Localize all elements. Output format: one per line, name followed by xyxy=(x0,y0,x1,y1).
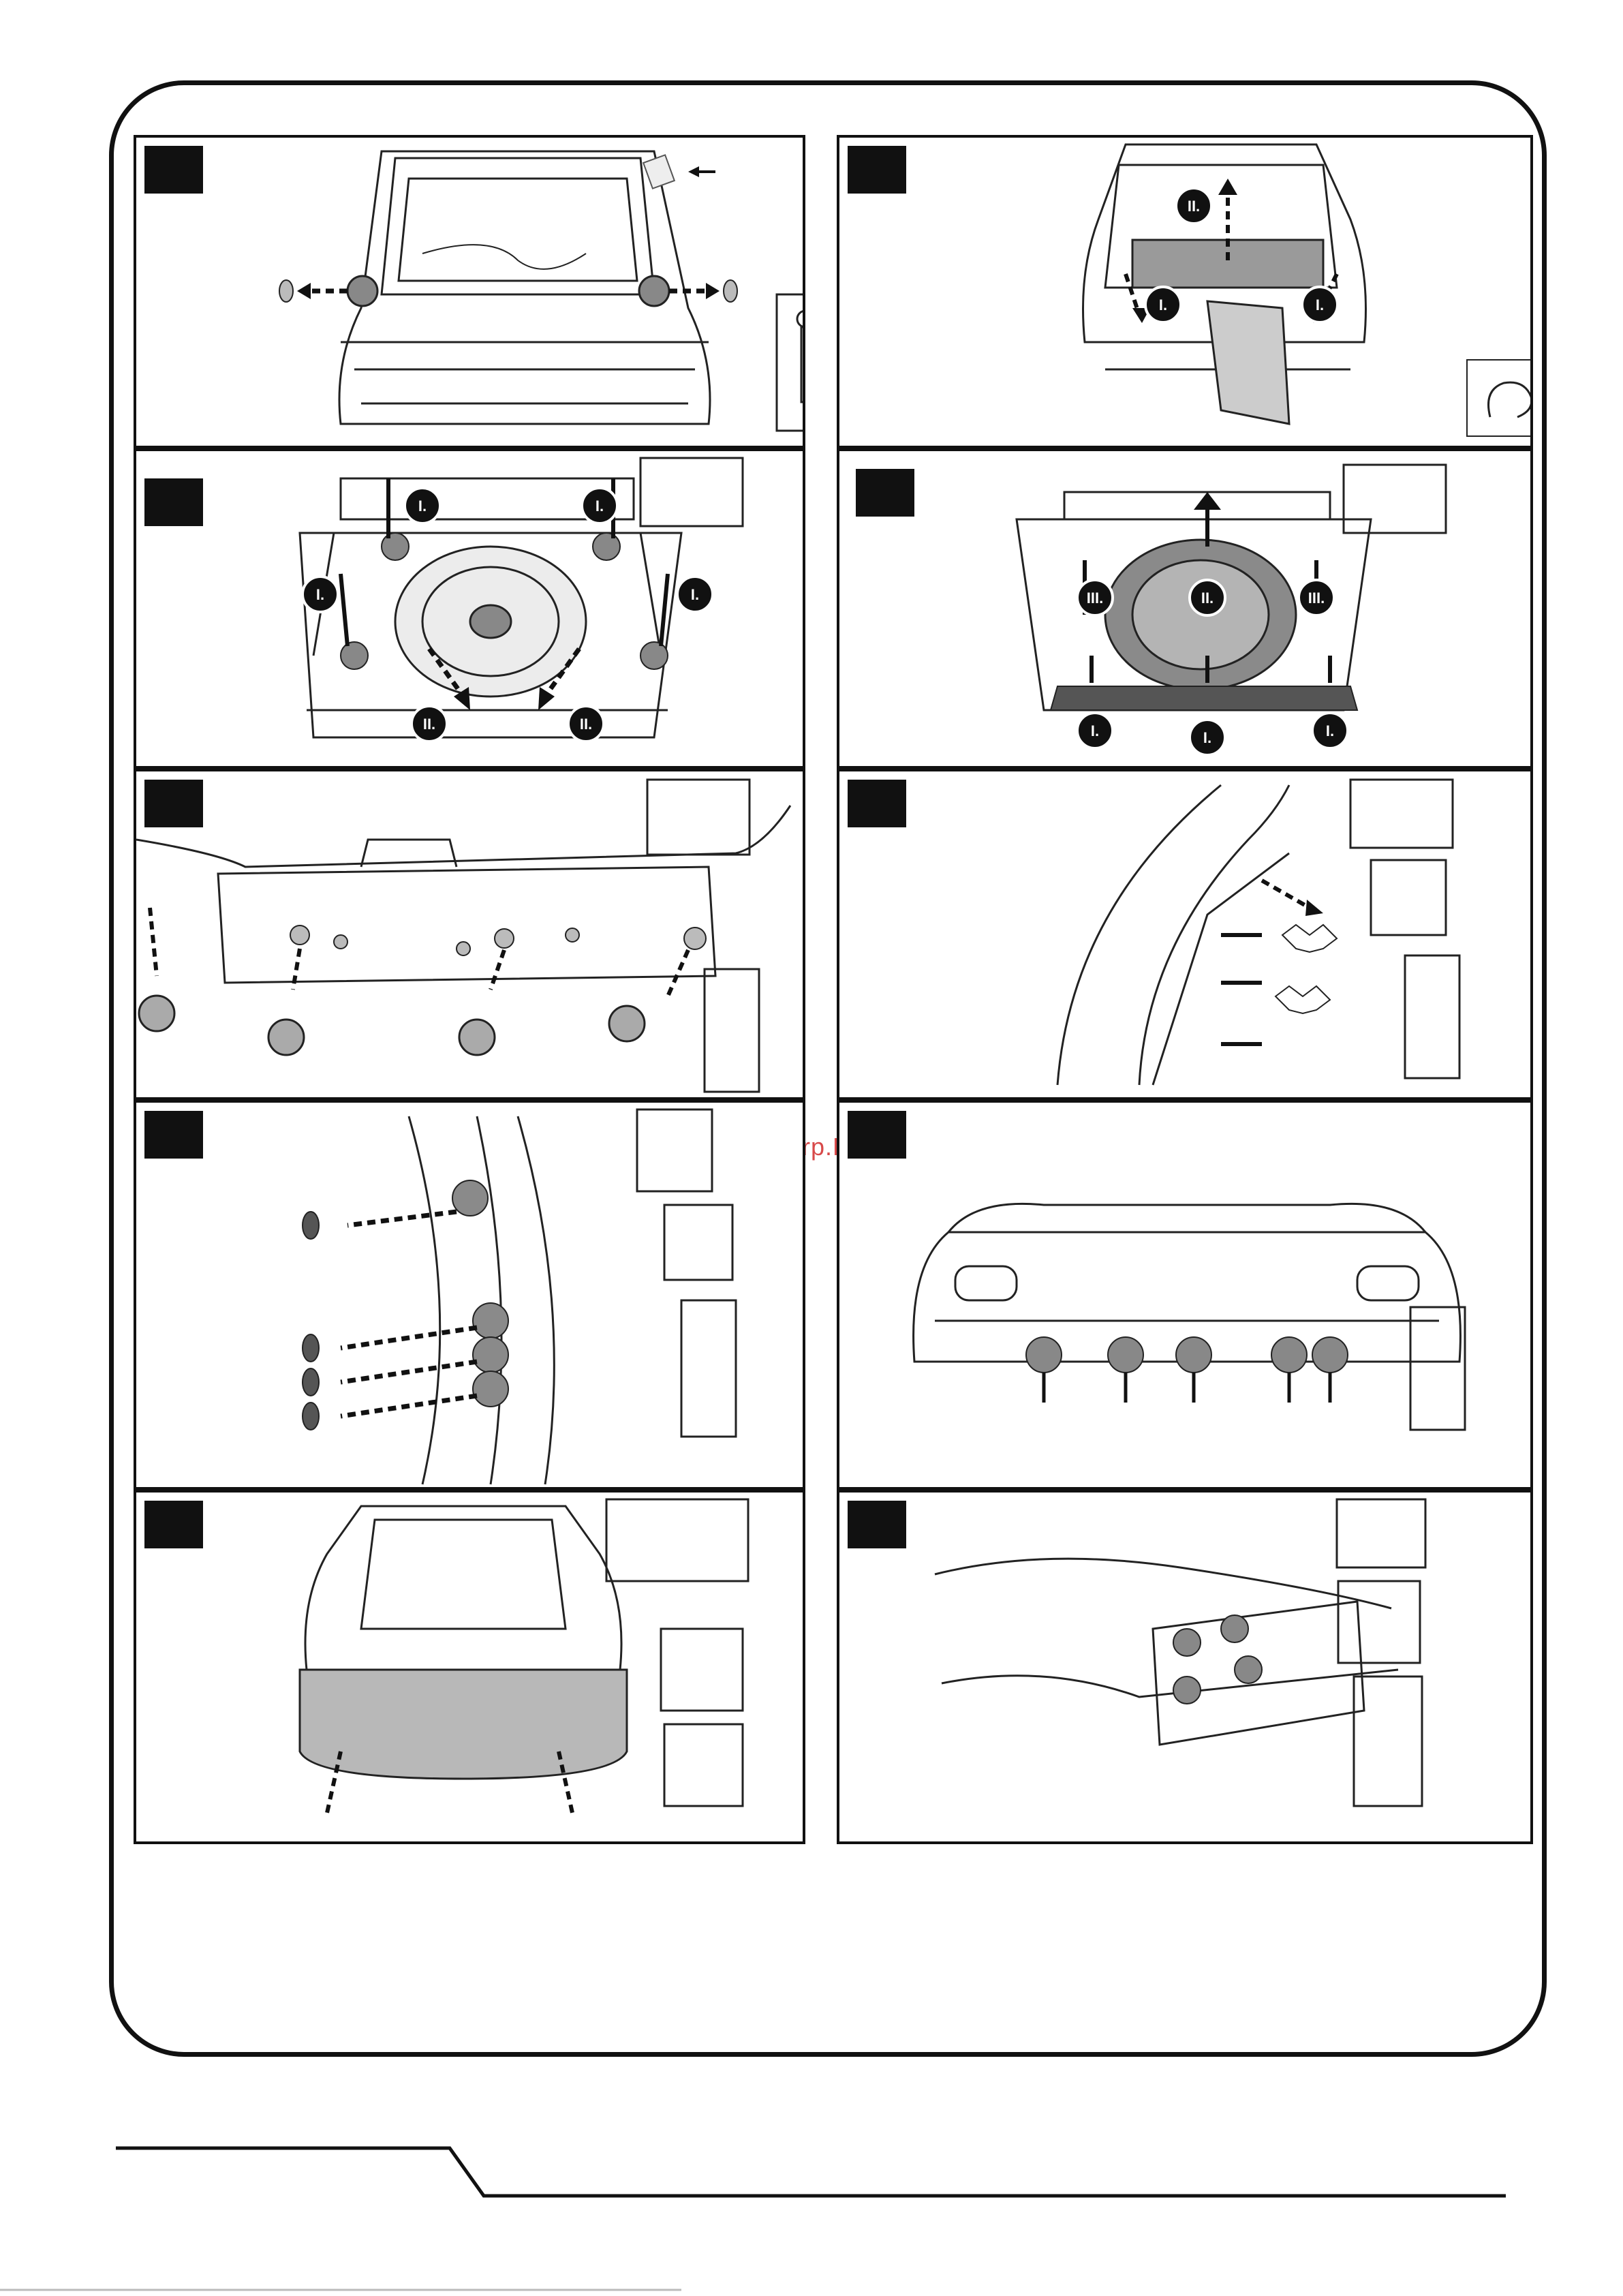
callout-marker: II. xyxy=(1190,580,1225,615)
crossmember-bolts-illustration xyxy=(839,1493,1533,1844)
panel-step-5 xyxy=(134,769,805,1100)
callout-label: II. xyxy=(580,716,592,733)
callout-label: I. xyxy=(1203,729,1211,746)
callout-label: I. xyxy=(1159,296,1167,313)
callout-label: I. xyxy=(418,498,427,515)
callout-marker: I. xyxy=(405,488,440,523)
bolt-removal-right xyxy=(639,276,737,306)
rear-panel-nuts-illustration xyxy=(136,771,805,1100)
floor-panel-lifted xyxy=(1207,301,1289,424)
callout-label: I. xyxy=(691,586,699,603)
callout-label: II. xyxy=(1201,590,1214,607)
spare-wheel-well-illustration: I. I. I. I. II. II. xyxy=(136,451,805,769)
callout-marker: I. xyxy=(1312,713,1348,748)
bumper-side-screws-illustration xyxy=(136,1103,805,1490)
trunk-trim-removal-illustration: II. III. III. I. I. I. xyxy=(839,451,1533,769)
callout-label: III. xyxy=(1308,590,1325,607)
callout-label: I. xyxy=(596,498,604,515)
callout-marker: I. xyxy=(1077,713,1113,748)
panel-step-8 xyxy=(837,1100,1533,1490)
callout-label: I. xyxy=(1091,722,1099,739)
callout-label: II. xyxy=(1188,198,1200,215)
bumper-underside-clips-illustration xyxy=(839,1103,1533,1490)
manual-reference-icon xyxy=(643,155,715,188)
nut-icons xyxy=(139,996,645,1055)
panel-step-1 xyxy=(134,135,805,448)
callout-marker: I. xyxy=(1302,287,1338,322)
callout-marker: II. xyxy=(1176,188,1211,224)
callout-label: I. xyxy=(1326,722,1334,739)
socket-wrench-icon xyxy=(797,311,805,427)
bolt-removal-left xyxy=(279,276,377,306)
panel-step-9 xyxy=(134,1490,805,1844)
callout-marker: I. xyxy=(582,488,617,523)
callout-marker: I. xyxy=(1145,287,1181,322)
callout-marker: II. xyxy=(412,706,447,741)
callout-label: I. xyxy=(316,586,324,603)
callout-marker: III. xyxy=(1299,580,1334,615)
callout-marker: II. xyxy=(568,706,604,741)
trunk-floor-removal-illustration: II. I. I. xyxy=(839,138,1533,448)
rear-trunk-open-illustration xyxy=(136,138,805,448)
panel-step-4: II. III. III. I. I. I. xyxy=(837,448,1533,769)
wheel-arch-liner-illustration xyxy=(839,771,1533,1100)
callout-marker: I. xyxy=(303,577,338,612)
callout-label: II. xyxy=(423,716,435,733)
bumper-removal-illustration xyxy=(136,1493,805,1844)
callout-marker: III. xyxy=(1077,580,1113,615)
callout-label: III. xyxy=(1087,590,1103,607)
panel-step-7 xyxy=(134,1100,805,1490)
panel-step-10 xyxy=(837,1490,1533,1844)
panel-step-6 xyxy=(837,769,1533,1100)
panel-step-3: I. I. I. I. II. II. xyxy=(134,448,805,769)
hand-clip-icon xyxy=(1467,360,1533,436)
callout-marker: I. xyxy=(1190,720,1225,755)
callout-label: I. xyxy=(1316,296,1324,313)
callout-marker: I. xyxy=(677,577,713,612)
panel-step-2: II. I. I. xyxy=(837,135,1533,448)
